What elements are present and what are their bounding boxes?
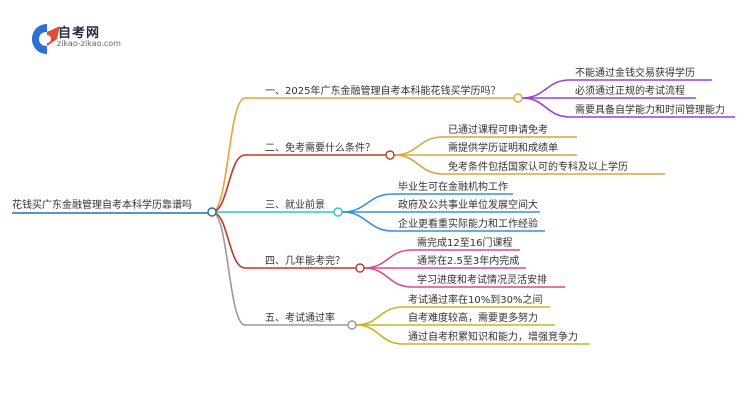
brand-url: zikao-zikao.com <box>57 39 121 48</box>
brand-name: 自考网 <box>58 26 101 41</box>
branch-link-2 <box>211 154 246 213</box>
leaf-topic-1-1: 不能通过金钱交易获得学历 <box>575 66 695 79</box>
brand-logo <box>30 20 140 56</box>
branch-link-4 <box>211 211 246 269</box>
mindmap-nodes: 花钱买广东金融管理自考本科学历靠谱吗 一、2025年广东金融管理自考本科能花钱买学… <box>12 66 725 343</box>
leaf-topic-2-3: 免考条件包括国家认可的专科及以上学历 <box>448 160 628 173</box>
logo-mark-icon <box>32 24 60 54</box>
leaf-topic-3-2: 政府及公共事业单位发展空间大 <box>398 198 538 211</box>
branch-topic-2: 二、免考需要什么条件？ <box>265 141 375 154</box>
branch-collapse-toggle-5[interactable] <box>347 320 357 330</box>
branch-collapse-toggle-2[interactable] <box>385 150 395 160</box>
branch-link-1 <box>211 97 246 213</box>
leaf-topic-2-2: 需提供学历证明和成绩单 <box>448 141 558 154</box>
leaf-link-3-1 <box>341 193 394 213</box>
branch-collapse-toggle-3[interactable] <box>333 207 343 217</box>
branch-collapse-toggle-1[interactable] <box>513 93 523 103</box>
branch-topic-4: 四、几年能考完？ <box>265 254 345 267</box>
leaf-link-5-3 <box>355 324 404 345</box>
leaf-link-4-1 <box>363 249 413 269</box>
root-topic: 花钱买广东金融管理自考本科学历靠谱吗 <box>12 198 192 211</box>
mindmap-links <box>12 79 735 345</box>
leaf-link-3-3 <box>341 211 394 232</box>
leaf-topic-3-1: 毕业生可在金融机构工作 <box>398 180 508 193</box>
leaf-link-4-3 <box>363 267 413 288</box>
leaf-topic-1-3: 需要具备自学能力和时间管理能力 <box>575 103 725 116</box>
leaf-topic-5-1: 考试通过率在10%到30%之间 <box>408 293 542 306</box>
leaf-topic-3-3: 企业更看重实际能力和工作经验 <box>398 217 538 230</box>
root-collapse-toggle[interactable] <box>207 207 217 217</box>
branch-topic-1: 一、2025年广东金融管理自考本科能花钱买学历吗？ <box>265 84 500 97</box>
leaf-link-1-1 <box>521 79 571 99</box>
leaf-link-1-3 <box>521 97 571 118</box>
leaf-topic-5-3: 通过自考积累知识和能力，增强竞争力 <box>408 330 578 343</box>
leaf-link-2-3 <box>393 154 444 175</box>
branch-collapse-toggle-4[interactable] <box>355 263 365 273</box>
branch-topic-5: 五、考试通过率 <box>265 311 335 324</box>
leaf-topic-4-2: 通常在2.5至3年内完成 <box>417 254 519 267</box>
leaf-link-2-1 <box>393 136 444 156</box>
leaf-topic-1-2: 必须通过正规的考试流程 <box>575 84 685 97</box>
leaf-link-5-1 <box>355 306 404 326</box>
leaf-topic-4-3: 学习进度和考试情况灵活安排 <box>417 273 547 286</box>
branch-topic-3: 三、就业前景 <box>265 198 325 211</box>
branch-link-5 <box>211 211 246 326</box>
leaf-topic-4-1: 需完成12至16门课程 <box>417 236 512 249</box>
leaf-topic-2-1: 已通过课程可申请免考 <box>448 123 548 136</box>
leaf-topic-5-2: 自考难度较高，需要更多努力 <box>408 311 538 324</box>
